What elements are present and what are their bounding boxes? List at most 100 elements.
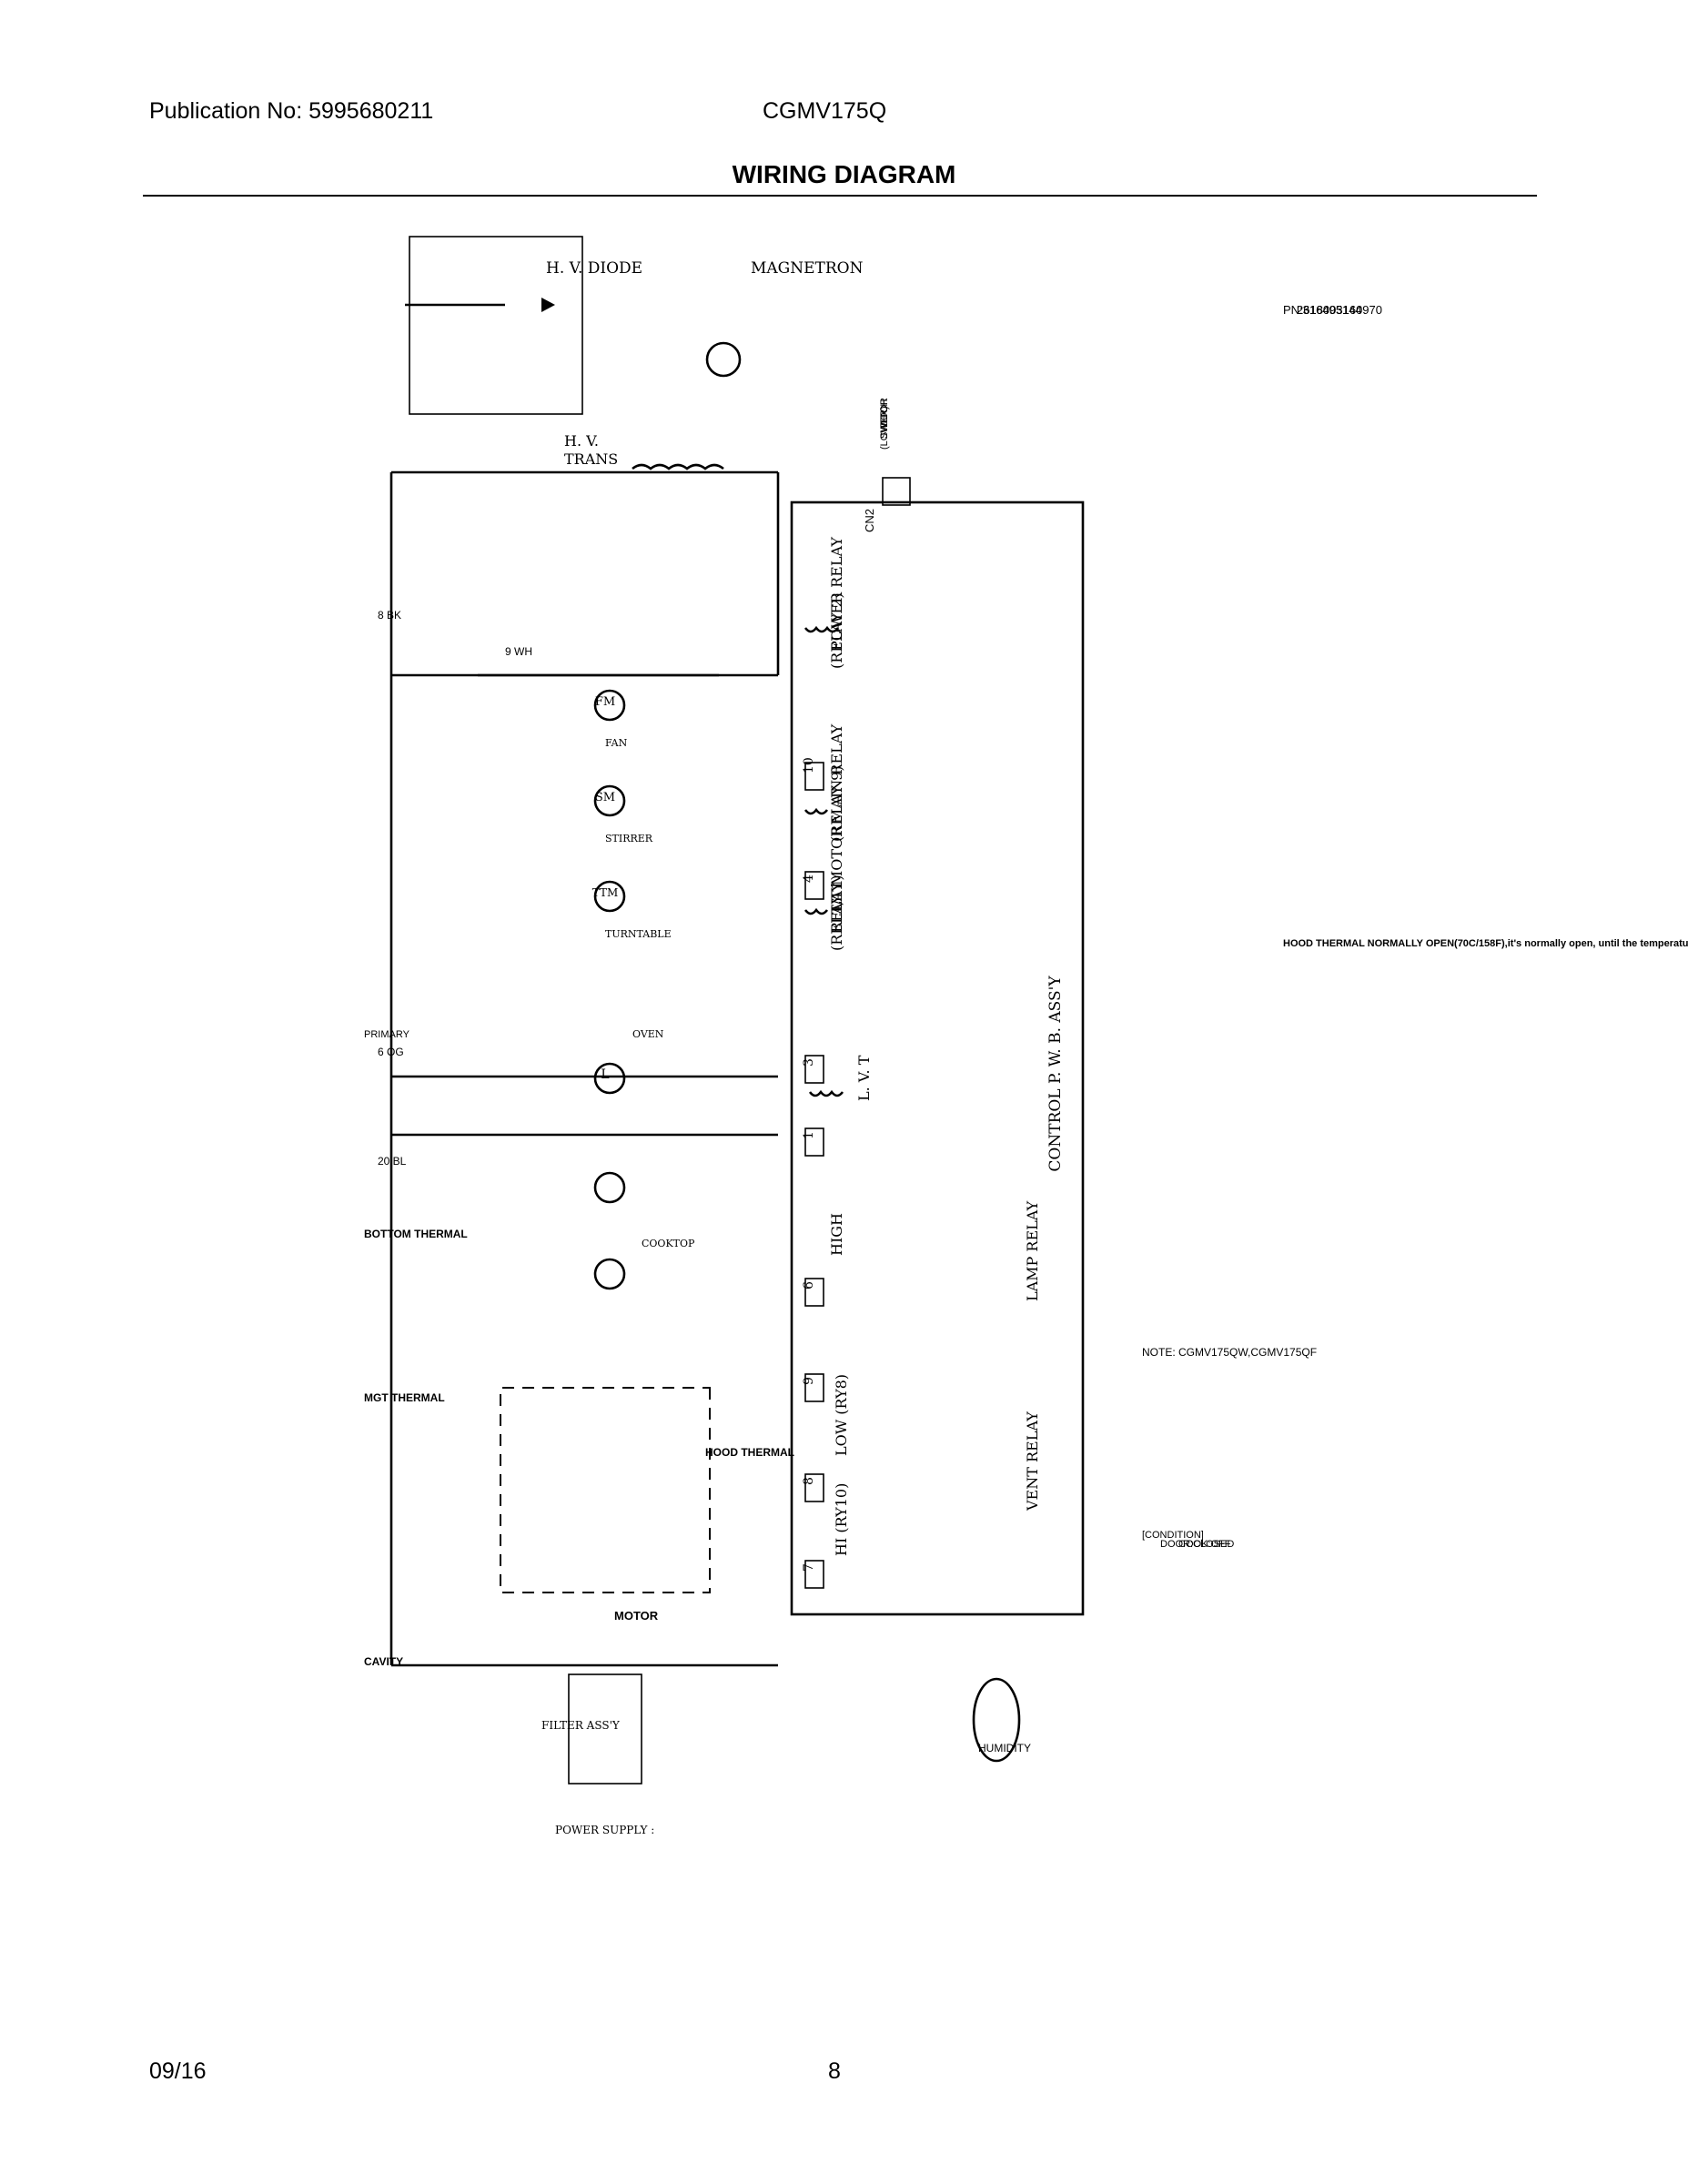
turntable-sym-text: TTM [592,886,619,899]
filter-label: FILTER ASS'Y [541,1719,621,1732]
hv-trans-label-1: H. V. [564,432,599,450]
pin-box-9 [804,1373,824,1402]
lvt: L. V. T [808,1055,873,1101]
tt-relay-label-3: (RELAY 1) [828,875,845,951]
pin-box-3 [804,1055,824,1084]
power-relay-num: (RELAY 2) [828,592,845,669]
oven-lamp-symbol [593,1062,626,1095]
low-relay-label: LOW (RY8) [833,1374,850,1456]
tt-relay-coil [804,907,829,915]
pn-2: 2618003160970 [1297,303,1382,317]
wire-20-bl-label: 20 BL [378,1155,407,1168]
tt-relay-label-2: RELAY [828,882,845,933]
lvt-label: L. V. T [855,1055,873,1101]
pin-6: 6 [802,1281,816,1289]
footer-date: 09/16 [149,2058,207,2084]
pin-box-7 [804,1560,824,1589]
pin-box-10 [804,762,824,791]
stirrer-label: STIRRER [605,833,653,844]
cooktop-lamp-2 [593,1258,626,1290]
wire-9-wh-label: 9 WH [505,645,532,658]
model-number: CGMV175Q [763,98,887,124]
hv-trans-coil [632,463,724,470]
notes: NOTE: CGMV175QW,CGMV175QF [CONDITION] DO… [1142,938,1688,1550]
tt-motor-relay: T/T MOTOR RELAY (RELAY 1) [804,825,845,951]
pin-8: 8 [802,1477,816,1485]
magnetron-symbol [705,341,742,378]
cooktop-label: COOKTOP [642,1238,695,1249]
vent-motor-label: MOTOR [614,1609,659,1623]
humidity-sensor-symbol [972,1677,1021,1763]
oven-lamp-label: OVEN [632,1028,664,1040]
pin-3: 3 [802,1058,816,1067]
hv-section [409,236,583,415]
control-board-label: CONTROL P. W. B. ASS'Y [1046,976,1065,1172]
hood-thermal-label: HOOD THERMAL [705,1446,794,1459]
cavity-thermal-label: CAVITY [364,1655,403,1668]
title-rule [143,195,1537,197]
note-condition-3: COOK:OFF [1178,1539,1231,1550]
fan-motor: FM FAN [478,673,719,749]
cn2-box [882,477,911,506]
cooktop-lamps: COOKTOP [593,1171,695,1290]
magnetron-label: MAGNETRON [751,259,864,278]
pin-4: 4 [802,875,816,883]
pin-box-4 [804,871,824,900]
control-board-outline [790,500,1085,1616]
board-pins: 10 4 3 1 6 9 8 7 [802,757,824,1589]
door-switch-1: DOOR [879,398,890,428]
oven-lamp: L OVEN [593,1028,664,1095]
publication-number: Publication No: 5995680211 [149,98,434,124]
fan-symbol [593,689,626,722]
hv-diode-symbol [541,298,555,312]
turntable-label: TURNTABLE [605,928,672,940]
pin-1: 1 [802,1131,816,1139]
hv-diode-label: H. V. DIODE [546,259,642,278]
footer-page: 8 [828,2058,841,2084]
stirrer-symbol [593,784,626,817]
pin-10: 10 [802,757,816,774]
lamp-relay-label: LAMP RELAY [1024,1200,1041,1301]
page-title: WIRING DIAGRAM [732,160,956,188]
fan-sym-text: FM [595,695,615,709]
cn2-label: CN2 [863,509,876,532]
fan-label: FAN [605,737,628,749]
wire-6-og-label: 6 OG [378,1046,404,1058]
note-condition-1: [CONDITION] [1142,1530,1204,1541]
note-condition-2: DOOR:CLOSED [1160,1539,1234,1550]
vent-motor-box [500,1387,711,1593]
high-label: HIGH [828,1213,845,1256]
main-relay-coil [804,807,829,815]
stirrer-sym-text: SM [595,791,615,804]
pin-box-1 [804,1127,824,1157]
wire-8-bk: 8 BK [378,609,401,622]
cooktop-lamp-1 [593,1171,626,1204]
pin-box-6 [804,1278,824,1307]
humidity-label: HUMIDITY [978,1742,1031,1754]
turntable-motor: TTM TURNTABLE [592,880,672,940]
pin-7: 7 [802,1563,816,1572]
main-relay: MAIN RELAY (RELAY 9) [804,723,845,842]
power-relay: POWER RELAY (RELAY 2) [804,537,845,669]
bottom-thermal-label: BOTTOM THERMAL [364,1228,468,1240]
note-header: NOTE: CGMV175QW,CGMV175QF [1142,1346,1317,1359]
door-switch-3: (LOWER) [879,406,890,450]
power-relay-label: POWER RELAY [828,537,845,651]
oven-lamp-sym-text: L [601,1067,609,1082]
door-switch-2: SWITCH [879,399,890,439]
hood-note: HOOD THERMAL NORMALLY OPEN(70C/158F),it'… [1283,938,1688,949]
vent-relay-label: VENT RELAY [1024,1411,1041,1512]
primary-interlock-label: PRIMARY [364,1029,410,1040]
power-supply-label: POWER SUPPLY : [555,1824,654,1836]
turntable-symbol [593,880,626,913]
power-relay-coil [804,625,840,633]
tt-relay-label-1: T/T MOTOR [828,825,845,915]
stirrer-motor: SM STIRRER [593,784,653,844]
hv-trans-label-2: TRANS [564,450,618,468]
main-relay-num: (RELAY 9) [828,765,845,842]
pin-box-8 [804,1473,824,1502]
filter-assy [568,1673,642,1785]
hi-relay-label: HI (RY10) [833,1483,850,1556]
pin-9: 9 [802,1377,816,1385]
